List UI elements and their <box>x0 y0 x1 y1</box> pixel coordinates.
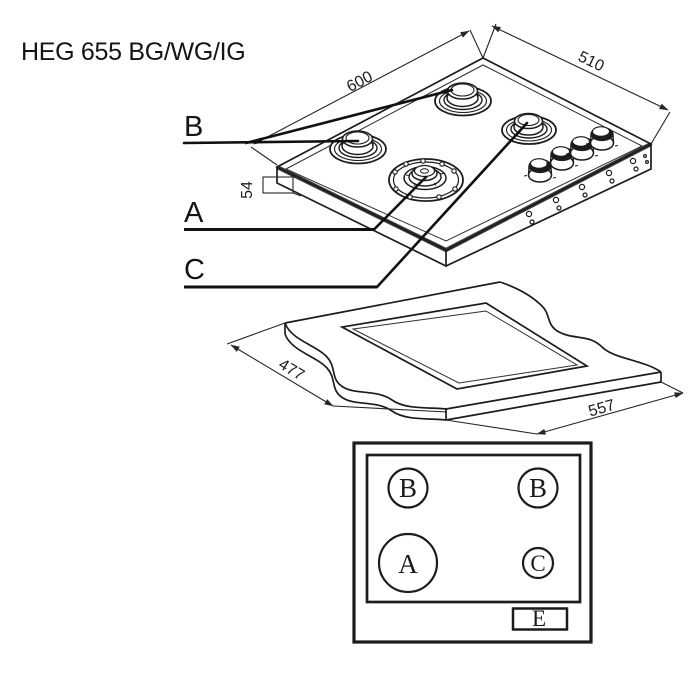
schematic-burner-rear-left: B <box>387 467 429 509</box>
burner-auxiliary-right <box>501 112 557 145</box>
dim-477-label: 477 <box>275 356 307 384</box>
dimension-cutout-depth: 477 <box>226 322 448 413</box>
dim-510-label: 510 <box>575 48 607 75</box>
control-knob <box>565 136 599 161</box>
dimension-height: 54 <box>239 176 302 199</box>
dimension-cutout-width: 557 <box>445 381 684 435</box>
schematic-burner-rear-right-label: B <box>529 473 547 503</box>
cutout-hole <box>339 302 590 390</box>
callout-a: A <box>184 175 428 231</box>
dim-557-label: 557 <box>587 397 617 421</box>
burner-layout-schematic: B B A C E <box>352 441 593 644</box>
cooktop-area <box>365 453 582 604</box>
schematic-burner-front-right: C <box>521 546 555 580</box>
burner-semi-rapid-left <box>329 130 387 165</box>
schematic-burner-front-right-label: C <box>530 551 545 576</box>
schematic-burner-front-left-label: A <box>398 549 418 579</box>
callout-a-label: A <box>184 197 204 229</box>
burner-semi-rapid-rear <box>434 82 492 117</box>
callout-c-label: C <box>184 254 205 286</box>
schematic-burner-front-left: A <box>377 532 439 594</box>
dim-600-label: 600 <box>344 68 376 96</box>
control-knob <box>585 126 619 151</box>
page-title: HEG 655 BG/WG/IG <box>21 38 245 66</box>
control-knobs <box>523 126 619 183</box>
dim-54-label: 54 <box>239 181 256 199</box>
hob-isometric-view: 600 510 54 <box>182 23 671 289</box>
schematic-control-panel: E <box>511 606 569 631</box>
hob-body <box>275 57 653 268</box>
hob-outline <box>352 441 593 644</box>
schematic-control-panel-label: E <box>532 606 546 631</box>
burner-rapid-wok <box>388 158 464 202</box>
schematic-burner-rear-left-label: B <box>399 473 417 503</box>
control-knob <box>545 146 579 171</box>
callout-b: B <box>182 88 454 145</box>
callout-b-label: B <box>184 111 203 143</box>
callout-c: C <box>184 121 529 289</box>
schematic-burner-rear-right: B <box>517 467 559 509</box>
fixing-screws <box>525 154 649 225</box>
worktop-cutout-view: 477 557 <box>226 281 684 435</box>
